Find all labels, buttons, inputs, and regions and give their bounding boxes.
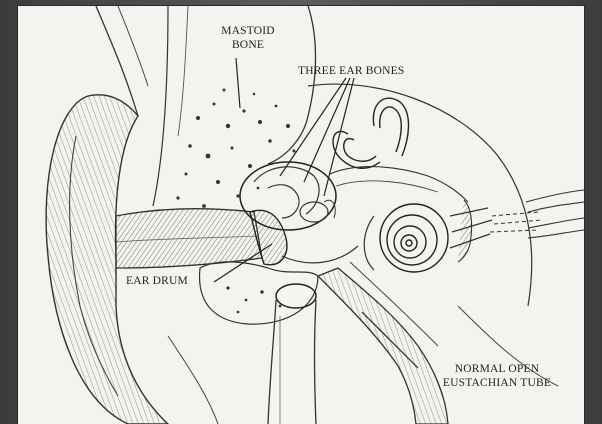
mastoid-cells	[176, 89, 295, 208]
cochlea	[380, 204, 448, 272]
mastoid-bone-label: MASTOID BONE	[198, 24, 298, 52]
eustachian-tube-label: NORMAL OPEN EUSTACHIAN TUBE	[422, 362, 572, 390]
ear-diagram-panel: MASTOID BONE THREE EAR BONES EAR DRUM NO…	[18, 6, 584, 424]
mastoid-label-line2: BONE	[198, 38, 298, 52]
tube-label-line1: NORMAL OPEN	[422, 362, 572, 376]
three-ear-bones-label: THREE EAR BONES	[298, 64, 448, 78]
semicircular-canals	[333, 98, 408, 168]
tube-label-line2: EUSTACHIAN TUBE	[422, 376, 572, 390]
eustachian-tube	[318, 268, 448, 424]
blood-vessel-opening	[276, 284, 316, 308]
ear-drum-label: EAR DRUM	[126, 274, 236, 288]
mastoid-label-line1: MASTOID	[198, 24, 298, 38]
